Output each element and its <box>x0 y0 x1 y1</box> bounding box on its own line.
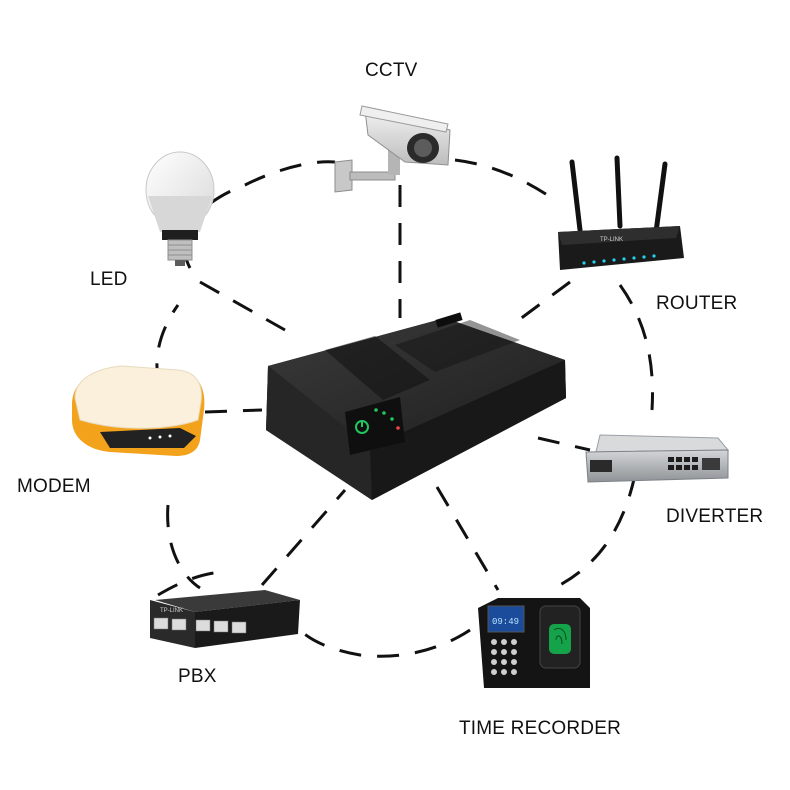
spoke-modem <box>204 408 263 414</box>
label-led: LED <box>90 269 128 290</box>
led-bulb-icon <box>145 151 215 266</box>
pbx-switch-icon: TP-LINK <box>150 590 300 648</box>
label-time-recorder: TIME RECORDER <box>459 718 621 739</box>
spoke-time <box>435 486 500 591</box>
connection-ring <box>155 158 654 658</box>
label-router: ROUTER <box>656 293 738 314</box>
router-brand: TP-LINK <box>600 237 623 243</box>
label-pbx: PBX <box>178 666 217 687</box>
spoke-router <box>511 280 571 327</box>
label-modem: MODEM <box>17 476 91 497</box>
diverter-icon <box>585 434 730 483</box>
spoke-diverter <box>537 436 591 452</box>
switch-brand: TP-LINK <box>160 608 183 614</box>
spoke-pbx <box>260 489 347 586</box>
connection-spokes <box>199 185 591 591</box>
router-icon: TP-LINK <box>558 155 684 270</box>
label-cctv: CCTV <box>365 60 418 81</box>
spoke-led <box>199 280 286 332</box>
mini-ups-icon <box>266 312 566 500</box>
label-diverter: DIVERTER <box>666 506 764 527</box>
clock-display: 09:49 <box>492 617 519 627</box>
modem-icon <box>72 365 205 456</box>
cctv-camera-icon <box>334 105 451 193</box>
time-recorder-icon: 09:49 <box>478 598 590 688</box>
